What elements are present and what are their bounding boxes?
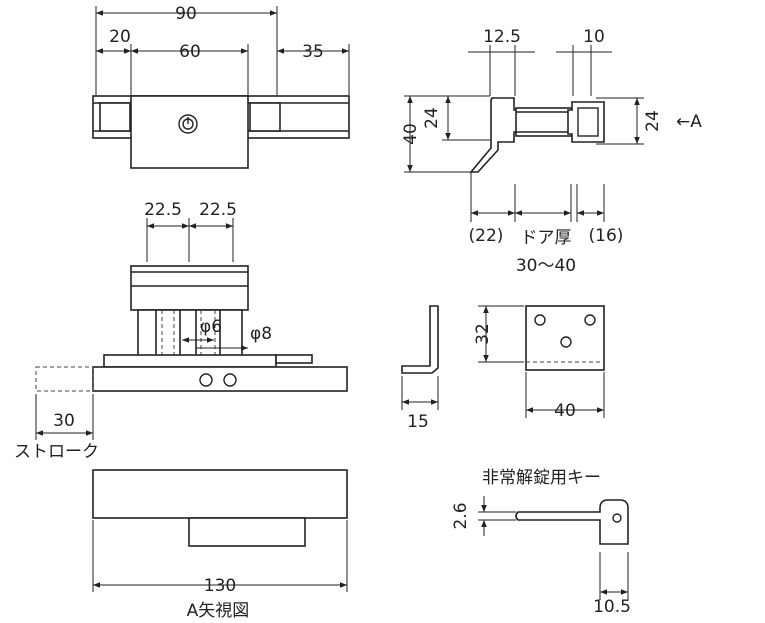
bracket-view: 15 32 40 (401, 305, 605, 432)
dim-32: 32 (473, 323, 493, 345)
dim-130: 130 (204, 576, 236, 596)
dim-10-5: 10.5 (593, 597, 631, 617)
dim-40-vertical: 40 (401, 123, 421, 145)
key-view: 非常解錠用キー 2.6 10.5 (451, 468, 631, 617)
dim-22-5-right: 22.5 (199, 200, 237, 220)
key-title: 非常解錠用キー (482, 468, 601, 488)
dim-60: 60 (179, 42, 201, 62)
phi6-label: φ6 (200, 317, 222, 337)
door-thickness-label: ドア厚 (521, 228, 572, 248)
side-view: 12.5 10 40 24 24 ←A (22) ドア (401, 27, 702, 276)
dim-22-5-left: 22.5 (144, 200, 182, 220)
dim-2-6: 2.6 (451, 502, 471, 529)
dim-90: 90 (175, 4, 197, 24)
phi8-label: φ8 (250, 324, 272, 344)
dim-40-bracket: 40 (554, 401, 576, 421)
dim-35: 35 (302, 42, 324, 62)
dim-22: (22) (469, 226, 504, 246)
top-view: 90 20 60 35 (92, 4, 350, 169)
stroke-label: ストローク (14, 442, 99, 462)
dim-16: (16) (589, 226, 624, 246)
dim-12-5: 12.5 (483, 27, 521, 47)
door-thickness-range: 30〜40 (516, 256, 576, 276)
dim-10: 10 (583, 27, 605, 47)
a-view: 130 A矢視図 (92, 469, 348, 621)
a-view-title: A矢視図 (187, 601, 250, 621)
dim-20: 20 (109, 27, 131, 47)
front-view: 22.5 22.5 φ6 φ8 30 ストローク (14, 200, 348, 462)
dim-24-right: 24 (643, 110, 663, 132)
dim-24-left: 24 (422, 107, 442, 129)
dim-15: 15 (407, 412, 429, 432)
dim-30: 30 (53, 411, 75, 431)
arrow-a-label: ←A (676, 112, 702, 132)
